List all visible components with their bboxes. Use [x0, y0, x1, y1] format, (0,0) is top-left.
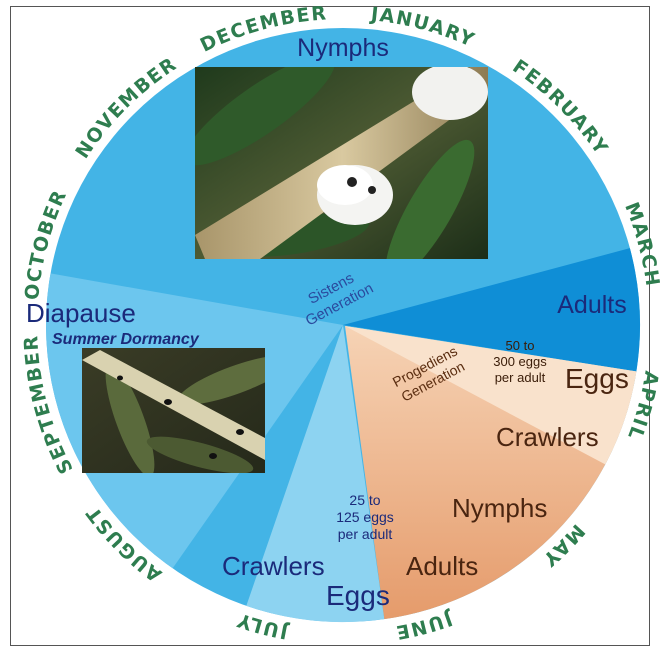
sistens-egg-note-2: 125 eggs: [336, 509, 394, 525]
progrediens-crawlers-label: Crawlers: [496, 422, 599, 452]
progrediens-eggs-label: Eggs: [565, 363, 629, 394]
progrediens-nymphs-label: Nymphs: [452, 493, 547, 523]
progrediens-egg-note-1: 50 to: [506, 338, 535, 353]
sistens-egg-note-1: 25 to: [349, 492, 380, 508]
sistens-nymphs-label: Nymphs: [297, 34, 389, 62]
diapause-photo: [82, 346, 296, 481]
progrediens-egg-note-3: per adult: [495, 370, 546, 385]
sistens-egg-note-3: per adult: [338, 526, 393, 542]
progrediens-adults-label: Adults: [406, 551, 478, 581]
progrediens-egg-note-2: 300 eggs: [493, 354, 547, 369]
sistens-eggs-label: Eggs: [326, 580, 390, 611]
sistens-adults-label: Adults: [557, 291, 626, 319]
sistens-crawlers-label: Crawlers: [222, 551, 325, 581]
diapause-label: Diapause: [26, 298, 136, 328]
summer-dormancy-label: Summer Dormancy: [52, 331, 200, 348]
nymphs-photo: [173, 39, 490, 291]
